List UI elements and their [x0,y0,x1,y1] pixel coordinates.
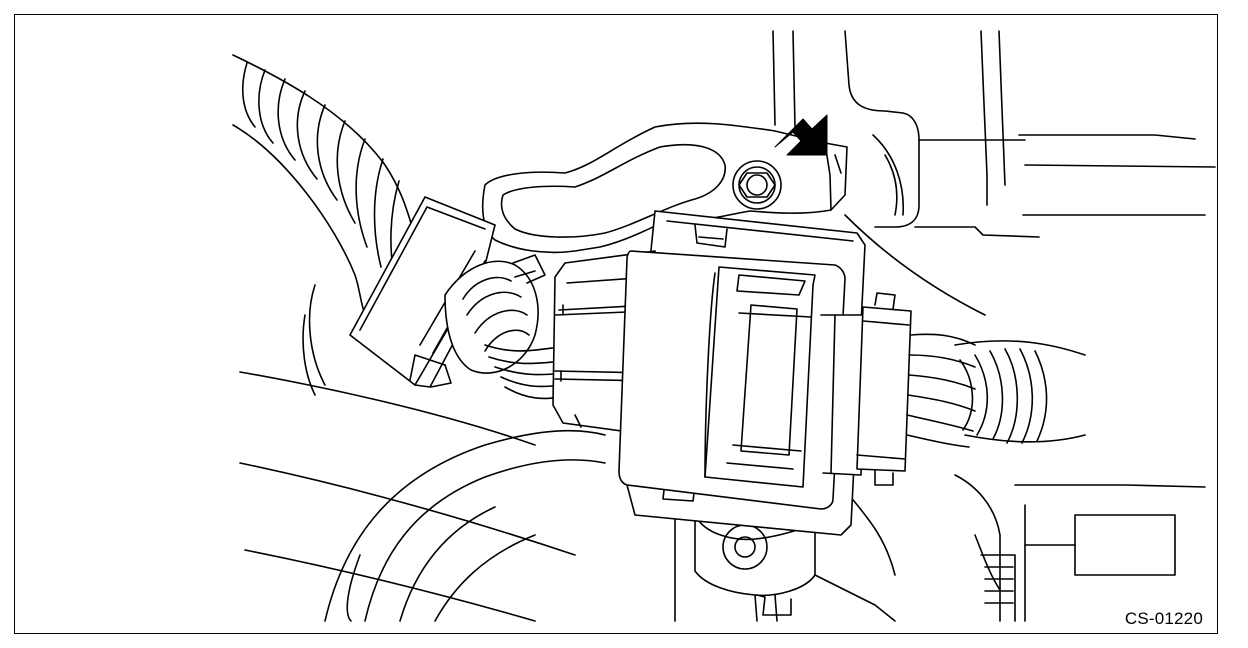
mounting-bracket [481,122,848,254]
clip-detail [980,554,1016,622]
illustration-frame: CS-01220 [14,14,1218,634]
side-connector [349,196,564,400]
main-connector [552,210,976,536]
figure-code: CS-01220 [1122,609,1205,629]
bolt-icon [732,160,782,210]
wiring-harness-left [232,54,606,622]
connector-illustration [232,30,1216,622]
arrow-indicator-icon [774,114,828,156]
body-panel-right [772,30,1216,622]
